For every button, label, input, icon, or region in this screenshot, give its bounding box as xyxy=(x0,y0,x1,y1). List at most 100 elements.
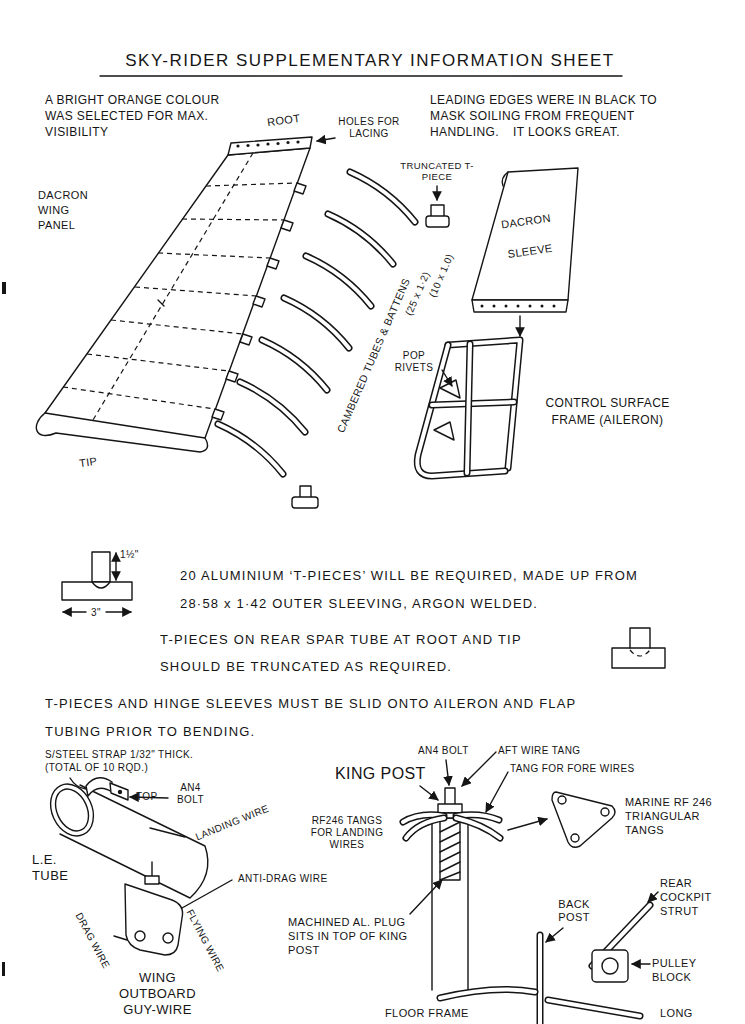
back-post xyxy=(537,935,544,1024)
part-label: CAMBERED TUBES & BATTENS xyxy=(334,276,413,435)
pulley-wheel xyxy=(602,958,618,974)
tube-bore xyxy=(262,340,327,390)
rib-line xyxy=(135,287,256,296)
tube-bore xyxy=(328,214,393,264)
fit-arrow xyxy=(519,316,520,336)
part-label: KING POST xyxy=(335,764,426,784)
lacing-hole xyxy=(236,144,239,147)
tang-hole xyxy=(558,796,566,804)
callout: MARINE RF 246 TRIANGULAR TANGS xyxy=(625,795,720,837)
callout: TANG FOR FORE WIRES xyxy=(510,762,635,775)
note: T-PIECES ON REAR SPAR TUBE AT ROOT AND T… xyxy=(160,626,580,680)
sleeve-holes xyxy=(481,305,556,308)
plug-hatching xyxy=(440,822,460,880)
leader-line xyxy=(648,892,658,902)
tube-outline xyxy=(240,382,305,432)
pulley-block xyxy=(592,950,628,982)
cambered-tubes xyxy=(218,172,415,474)
leader-line xyxy=(462,752,496,786)
sleeve-hem xyxy=(472,300,568,312)
part-label: PULLEY BLOCK xyxy=(652,956,710,984)
rivet-hole xyxy=(493,305,496,308)
weld-bead xyxy=(92,582,110,588)
machined-plug xyxy=(440,818,460,880)
rivet-hole xyxy=(541,305,544,308)
tube-bore xyxy=(306,256,371,306)
callout: AN4 BOLT xyxy=(418,744,469,757)
wire-plate xyxy=(125,884,183,955)
part-label: DACRON WING PANEL xyxy=(38,188,104,233)
part-label: CONTROL SURFACE FRAME (AILERON) xyxy=(535,395,680,429)
batten-tab xyxy=(240,334,252,345)
rivet-hole xyxy=(505,305,508,308)
t-piece-stem xyxy=(630,628,650,648)
batten-tab xyxy=(253,296,265,307)
leader-line xyxy=(420,786,438,800)
bolt-nut xyxy=(438,804,462,813)
tube-bore xyxy=(284,298,349,348)
floor-frame xyxy=(440,990,535,998)
leader-line xyxy=(442,370,452,386)
tube-outline xyxy=(328,214,393,264)
batten-tab xyxy=(226,371,238,382)
batten-tab xyxy=(267,258,279,269)
weld-bead xyxy=(630,650,650,656)
tube-outline xyxy=(284,298,349,348)
note: T-PIECES AND HINGE SLEEVES MUST BE SLID … xyxy=(45,690,595,746)
lacing-hole xyxy=(256,143,259,146)
king-post xyxy=(432,822,468,990)
steel-strap xyxy=(86,778,112,796)
tube-outline xyxy=(218,424,283,474)
lacing-hole xyxy=(296,140,299,143)
scan-mark xyxy=(2,282,6,294)
frame-tube xyxy=(467,344,470,473)
rivet-hole xyxy=(529,305,532,308)
note: 20 ALUMINIUM ‘T-PIECES’ WILL BE REQUIRED… xyxy=(180,562,670,618)
part-label: TIP xyxy=(78,454,98,470)
rib-line xyxy=(87,354,229,371)
leader-line xyxy=(632,963,650,964)
lacing-hole xyxy=(276,142,279,145)
t-piece-bar xyxy=(426,216,449,227)
strap-tab xyxy=(110,783,128,800)
scan-mark xyxy=(2,962,5,976)
callout: TOP xyxy=(136,790,158,803)
callout: MACHINED AL. PLUG SITS IN TOP OF KING PO… xyxy=(288,915,428,957)
sleeve-fold xyxy=(502,172,508,186)
rib-line xyxy=(206,183,297,186)
rivet-hole xyxy=(481,305,484,308)
title-underline xyxy=(100,75,622,76)
part-label: REAR COCKPIT STRUT xyxy=(660,876,724,918)
wire-label: DRAG WIRE xyxy=(72,910,112,970)
lacing-holes xyxy=(236,140,299,147)
leader-line xyxy=(546,928,563,942)
leader-line xyxy=(508,819,547,830)
sheet-title: SKY-RIDER SUPPLEMENTARY INFORMATION SHEE… xyxy=(90,50,650,72)
part-label: FLOOR FRAME xyxy=(385,1006,469,1020)
floor-frame-bore xyxy=(440,990,535,998)
t-piece-stem xyxy=(431,205,444,217)
callout: POP RIVETS xyxy=(388,350,440,374)
part-label: BACK POST xyxy=(550,898,598,924)
rivet-hole xyxy=(553,305,556,308)
t-piece-stem xyxy=(300,486,311,498)
tube-outline xyxy=(262,340,327,390)
longeron-bore xyxy=(548,1000,640,1016)
t-piece-bar xyxy=(292,497,318,508)
dimension: 3" xyxy=(91,606,101,619)
wire-label: FLYING WIRE xyxy=(183,907,227,974)
dimension-line xyxy=(106,611,131,612)
part-label: L.E. TUBE xyxy=(32,852,80,884)
wire-hole xyxy=(135,931,145,941)
longeron xyxy=(548,1000,640,1016)
tang-inner xyxy=(456,818,500,838)
tube-bore xyxy=(240,382,305,432)
t-piece-bar xyxy=(612,648,665,668)
tang-inner xyxy=(406,818,444,838)
part-label: DACRON SLEEVE xyxy=(492,202,564,270)
rib-line xyxy=(158,253,270,258)
aileron-frame xyxy=(417,340,520,476)
tube-outline xyxy=(350,172,415,222)
tang xyxy=(406,818,444,838)
